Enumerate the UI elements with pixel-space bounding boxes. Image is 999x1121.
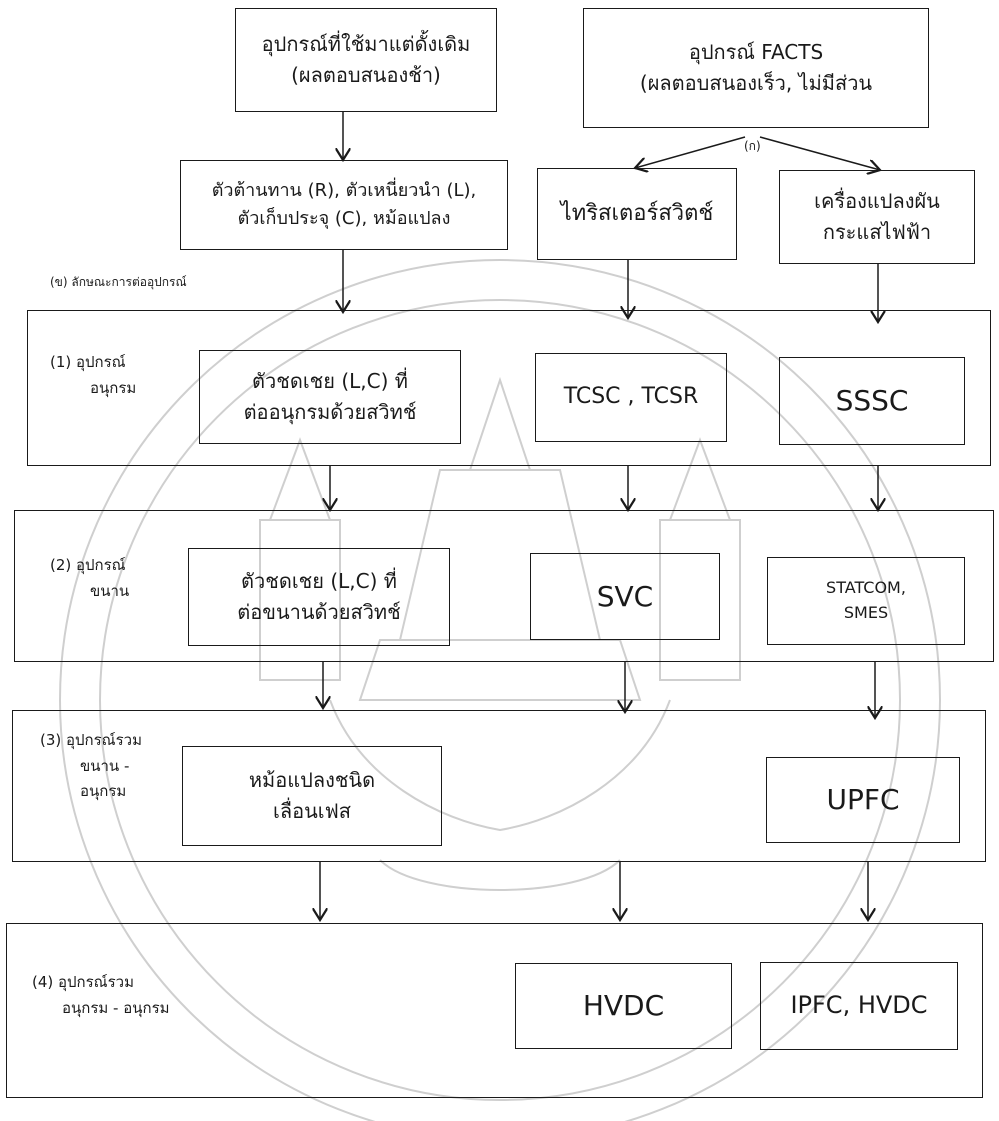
thyristor-switch-label: ไทริสเตอร์สวิตช์ [560,200,714,226]
facts-devices-box: อุปกรณ์ FACTS (ผลตอบสนองเร็ว, ไม่มีส่วน [583,8,929,128]
rlc-box: ตัวต้านทาน (R), ตัวเหนี่ยวนำ (L), ตัวเก็… [180,160,508,250]
arrow-facts-to-thyristor [635,136,746,168]
row2-panel [14,510,994,662]
label-a: (ก) [744,139,761,153]
row4-thyristor-box: HVDC [515,963,732,1049]
row4-label: (4) อุปกรณ์รวม อนุกรม - อนุกรม [32,973,170,1017]
row3-conventional-box: หม้อแปลงชนิด เลื่อนเฟส [182,746,442,846]
row1-converter-box: SSSC [779,357,965,445]
row2-converter-box: STATCOM, SMES [767,557,965,645]
row1-label: (1) อุปกรณ์ อนุกรม [50,353,137,397]
row3-label: (3) อุปกรณ์รวม ขนาน - อนุกรม [40,731,142,800]
row2-thyristor-box: SVC [530,553,720,640]
label-b: (ข) ลักษณะการต่ออุปกรณ์ [50,275,187,289]
facts-devices-title: อุปกรณ์ FACTS [688,40,824,64]
row3-converter-box: UPFC [766,757,960,843]
facts-devices-subtitle: (ผลตอบสนองเร็ว, ไม่มีส่วน [639,71,873,95]
row1-thyristor-box: TCSC , TCSR [535,353,727,442]
row3-panel [12,710,986,862]
row2-label: (2) อุปกรณ์ ขนาน [50,556,130,600]
thyristor-switch-box: ไทริสเตอร์สวิตช์ [537,168,737,260]
row4-converter-box: IPFC, HVDC [760,962,958,1050]
rlc-line1: ตัวต้านทาน (R), ตัวเหนี่ยวนำ (L), [211,180,477,202]
arrow-facts-to-converter [759,136,880,170]
row1-panel [27,310,991,466]
converter-line2: กระแสไฟฟ้า [822,220,932,244]
conventional-devices-subtitle: (ผลตอบสนองช้า) [291,63,441,87]
converter-box: เครื่องแปลงผัน กระแสไฟฟ้า [779,170,975,264]
conventional-devices-title: อุปกรณ์ที่ใช้มาแต่ดั้งเดิม [261,32,471,56]
conventional-devices-box: อุปกรณ์ที่ใช้มาแต่ดั้งเดิม (ผลตอบสนองช้า… [235,8,497,112]
row1-conventional-box: ตัวชดเชย (L,C) ที่ ต่ออนุกรมด้วยสวิทช์ [199,350,461,444]
converter-line1: เครื่องแปลงผัน [814,189,940,213]
row4-panel [6,923,983,1098]
rlc-line2: ตัวเก็บประจุ (C), หม้อแปลง [237,208,451,229]
row2-conventional-box: ตัวชดเชย (L,C) ที่ ต่อขนานด้วยสวิทช์ [188,548,450,646]
